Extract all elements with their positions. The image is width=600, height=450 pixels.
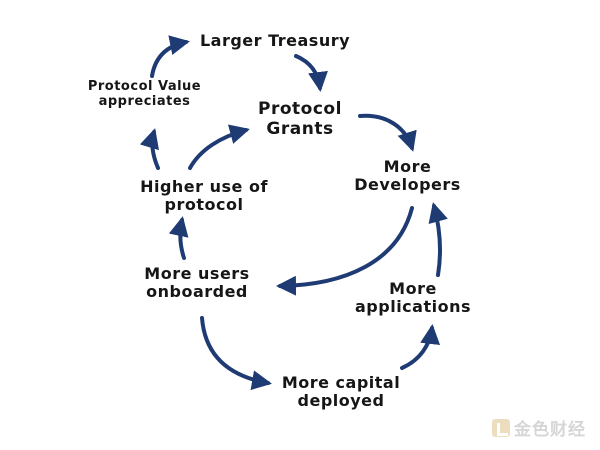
node-more-developers: More Developers: [354, 157, 461, 195]
arrow-users-to-higher-use: [168, 216, 189, 260]
arrow-capital-to-applications: [400, 324, 441, 370]
arrow-treasury-to-grants: [294, 54, 328, 92]
arrow-grants-to-developers: [358, 113, 417, 152]
node-protocol-grants: Protocol Grants: [258, 99, 342, 139]
arrow-applications-to-developers: [428, 202, 448, 277]
node-more-users: More users onboarded: [144, 264, 250, 302]
watermark: 金色财经: [492, 415, 586, 440]
node-protocol-value: Protocol Value appreciates: [87, 79, 202, 109]
arrow-developers-to-users: [276, 206, 414, 296]
arrow-higher-use-to-value: [139, 128, 160, 170]
node-larger-treasury: Larger Treasury: [199, 31, 351, 50]
arrow-higher-use-to-grants: [188, 124, 250, 170]
arrow-users-to-capital: [200, 316, 272, 391]
watermark-logo-icon: [492, 418, 510, 437]
node-higher-use: Higher use of protocol: [140, 177, 268, 215]
watermark-text: 金色财经: [514, 420, 586, 440]
arrow-value-to-treasury: [150, 35, 190, 78]
node-more-applications: More applications: [355, 279, 471, 317]
node-more-capital: More capital deployed: [281, 373, 401, 411]
